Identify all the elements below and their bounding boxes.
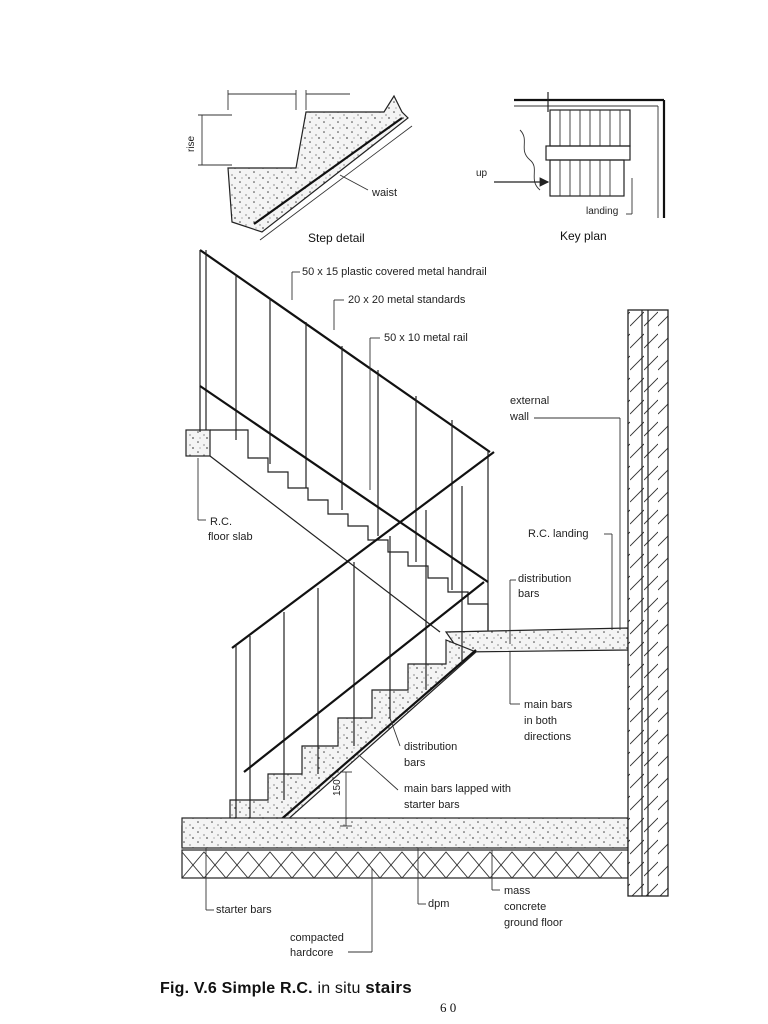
caption-middle: in situ [317, 980, 366, 997]
distribution-bars-mid-1: distribution [404, 741, 457, 753]
floor-slab [185, 429, 211, 457]
hardcore-label-2: hardcore [290, 947, 333, 959]
ground-floor-label-1: mass [504, 885, 531, 897]
ground-floor-slab [181, 817, 629, 849]
hardcore-label-1: compacted [290, 932, 344, 944]
key-plan-title: Key plan [560, 229, 607, 243]
starter-bars-label: starter bars [216, 904, 272, 916]
ground-floor-label-2: concrete [504, 901, 546, 913]
waist-label: waist [371, 187, 397, 199]
up-label: up [476, 168, 488, 179]
caption-prefix: Fig. V.6 Simple R.C. [160, 980, 318, 997]
handrail-label: 50 x 15 plastic covered metal handrail [302, 266, 487, 278]
key-plan: up landing Key plan [476, 92, 666, 243]
leader-lines [197, 271, 621, 953]
rc-landing-label: R.C. landing [528, 528, 589, 540]
lower-flight [181, 639, 478, 847]
main-bars-label-3: directions [524, 731, 572, 743]
distribution-bars-top-1: distribution [518, 573, 571, 585]
main-bars-label-2: in both [524, 715, 557, 727]
floor-slab-label-2: floor slab [208, 531, 253, 543]
caption-emphasis: stairs [365, 978, 412, 997]
step-detail: rise waist Step detail [186, 90, 413, 245]
main-bars-lapped-2: starter bars [404, 799, 460, 811]
dimension-150: 150 [332, 779, 343, 796]
key-plan-landing-label: landing [586, 206, 618, 217]
ground-floor-label-3: ground floor [504, 917, 563, 929]
rail-label: 50 x 10 metal rail [384, 332, 468, 344]
upper-handrail [199, 249, 491, 453]
standards-label: 20 x 20 metal standards [348, 294, 466, 306]
distribution-bars-mid-2: bars [404, 757, 426, 769]
stair-section: 150 [181, 249, 669, 959]
page-number: 6 0 [440, 1000, 457, 1015]
external-wall-label-2: wall [509, 411, 529, 423]
floor-slab-label-1: R.C. [210, 516, 232, 528]
rise-label: rise [186, 135, 197, 152]
step-detail-title: Step detail [308, 231, 365, 245]
external-wall-label-1: external [510, 395, 549, 407]
main-bars-lapped-1: main bars lapped with [404, 783, 511, 795]
rc-landing [444, 627, 629, 653]
dpm-label: dpm [428, 898, 449, 910]
distribution-bars-top-2: bars [518, 588, 540, 600]
main-bars-label-1: main bars [524, 699, 573, 711]
figure-caption: Fig. V.6 Simple R.C. in situ stairs [160, 978, 412, 998]
